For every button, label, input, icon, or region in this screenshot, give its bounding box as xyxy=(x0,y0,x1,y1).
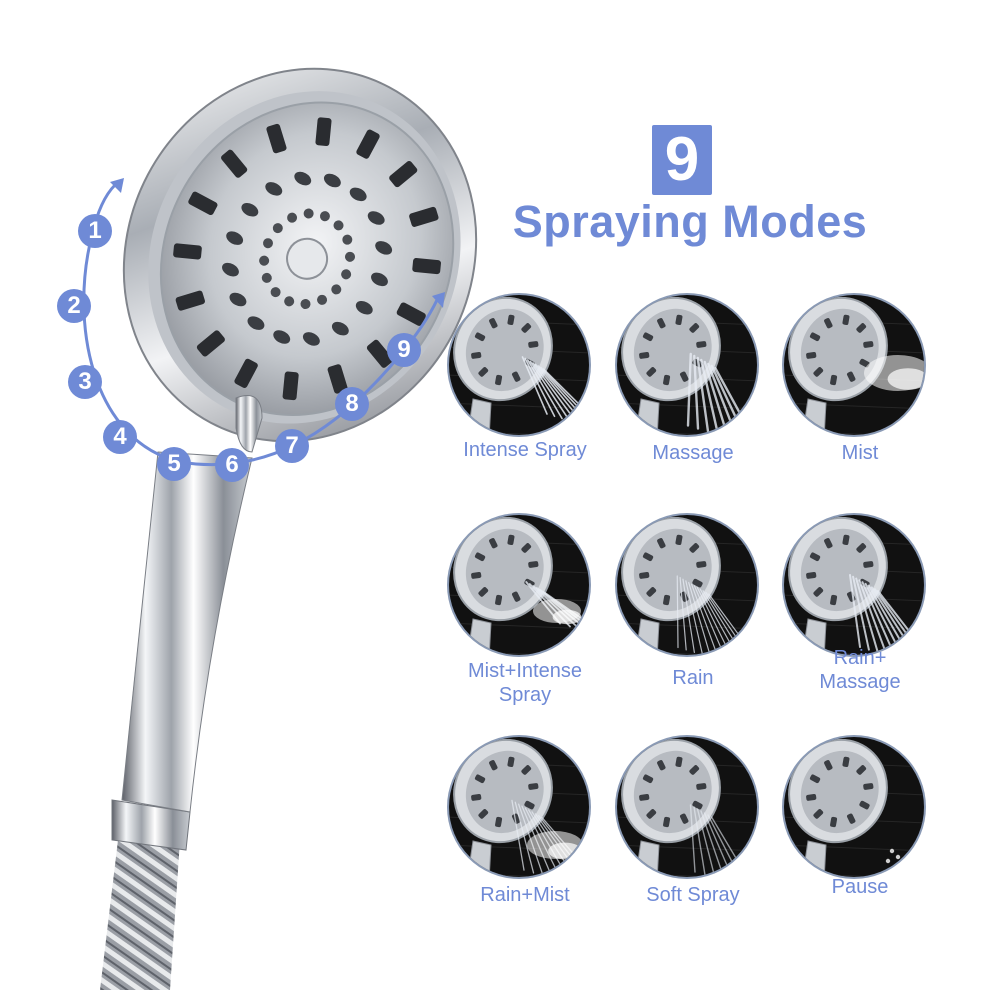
nozzle-slot xyxy=(221,149,248,178)
nozzle-slot xyxy=(396,302,426,326)
nozzle-hole xyxy=(349,187,367,202)
dial-number-7: 7 xyxy=(275,429,309,463)
nozzle-hole xyxy=(371,272,388,287)
nozzle-hole xyxy=(355,300,373,315)
nozzle-hole xyxy=(262,238,273,249)
mode-label: Rain xyxy=(672,667,714,689)
dial-number-4: 4 xyxy=(103,420,137,454)
mode-thumbnail xyxy=(447,735,591,879)
nozzle-hole xyxy=(261,272,272,283)
mode-lever xyxy=(235,395,263,453)
nozzle-hole xyxy=(273,330,291,344)
spray-mist xyxy=(864,355,924,391)
nozzle-hole xyxy=(265,182,283,196)
nozzle-hole xyxy=(247,316,265,330)
nozzle-hole xyxy=(300,299,311,310)
nozzle-hole xyxy=(367,211,385,225)
arrow-up-icon xyxy=(432,292,445,308)
mode-thumbnail xyxy=(447,293,591,437)
nozzle-hole xyxy=(303,208,314,219)
nozzle-hole xyxy=(319,211,330,222)
mode-thumbnail xyxy=(447,513,591,657)
mode-label: Rain+ Massage xyxy=(819,647,901,693)
nozzle-hole xyxy=(226,231,244,245)
nozzle-slot xyxy=(389,160,418,188)
nozzle-hole xyxy=(333,220,344,231)
nozzle-hole xyxy=(229,292,247,307)
mode-label: Soft Spray xyxy=(646,884,740,906)
hose xyxy=(100,840,180,990)
mode-thumbnail xyxy=(615,293,759,437)
nozzle-slot xyxy=(356,129,380,159)
nozzle-hole xyxy=(342,234,353,245)
nozzle-hole xyxy=(259,255,270,266)
nozzle-hole xyxy=(284,296,295,307)
nozzle-slot xyxy=(315,117,332,147)
dial-number-6: 6 xyxy=(215,448,249,482)
nozzle-hole xyxy=(323,173,341,188)
dial-number-5: 5 xyxy=(157,447,191,481)
mode-thumbnail xyxy=(615,735,759,879)
nozzle-hole xyxy=(294,171,312,186)
arrow-up-icon xyxy=(110,178,124,193)
nozzle-slot xyxy=(409,206,439,227)
nozzle-hole xyxy=(331,284,342,295)
shower-head xyxy=(122,67,478,443)
nozzle-slot xyxy=(266,123,287,154)
nozzle-slot xyxy=(366,339,394,368)
nozzle-slot xyxy=(175,290,205,311)
mode-thumbnail xyxy=(782,735,926,879)
mode-thumbnail xyxy=(782,293,926,437)
mode-label: Intense Spray xyxy=(463,439,587,461)
nozzle-slot xyxy=(327,364,348,394)
hose-connector xyxy=(111,799,191,851)
dial-number-8: 8 xyxy=(335,387,369,421)
mode-count-badge: 9 xyxy=(652,125,712,195)
nozzle-hole xyxy=(241,202,259,217)
mode-label: Mist+Intense Spray xyxy=(468,660,582,706)
nozzle-hole xyxy=(317,294,328,305)
dial-number-2: 2 xyxy=(57,289,91,323)
nozzle-hole xyxy=(375,241,393,255)
mode-label: Pause xyxy=(831,876,889,898)
nozzle-hole xyxy=(341,269,352,280)
nozzle-hole xyxy=(222,262,239,277)
mode-label: Mist xyxy=(841,442,879,464)
nozzle-hole xyxy=(287,212,298,223)
nozzle-hole xyxy=(272,223,283,234)
mode-label: Rain+Mist xyxy=(480,884,570,906)
mode-thumbnail xyxy=(615,513,759,657)
mode-label: Massage xyxy=(652,442,734,464)
nozzle-hole xyxy=(344,251,355,262)
spray-rain-mist xyxy=(511,799,589,877)
mode-thumbnail xyxy=(782,513,926,657)
nozzle-slot xyxy=(173,243,202,260)
nozzle-hole xyxy=(302,332,320,346)
nozzle-slot xyxy=(234,358,258,388)
nozzle-slot xyxy=(282,371,299,401)
nozzle-slot xyxy=(196,330,225,357)
headline-title: Spraying Modes xyxy=(512,196,868,247)
nozzle-slot xyxy=(412,258,441,275)
handle xyxy=(121,451,253,813)
dial-number-1: 1 xyxy=(78,214,112,248)
nozzle-hole xyxy=(270,287,281,298)
dial-number-3: 3 xyxy=(68,365,102,399)
nozzle-slot xyxy=(188,191,218,216)
dial-number-9: 9 xyxy=(387,333,421,367)
nozzle-hole xyxy=(331,321,349,336)
